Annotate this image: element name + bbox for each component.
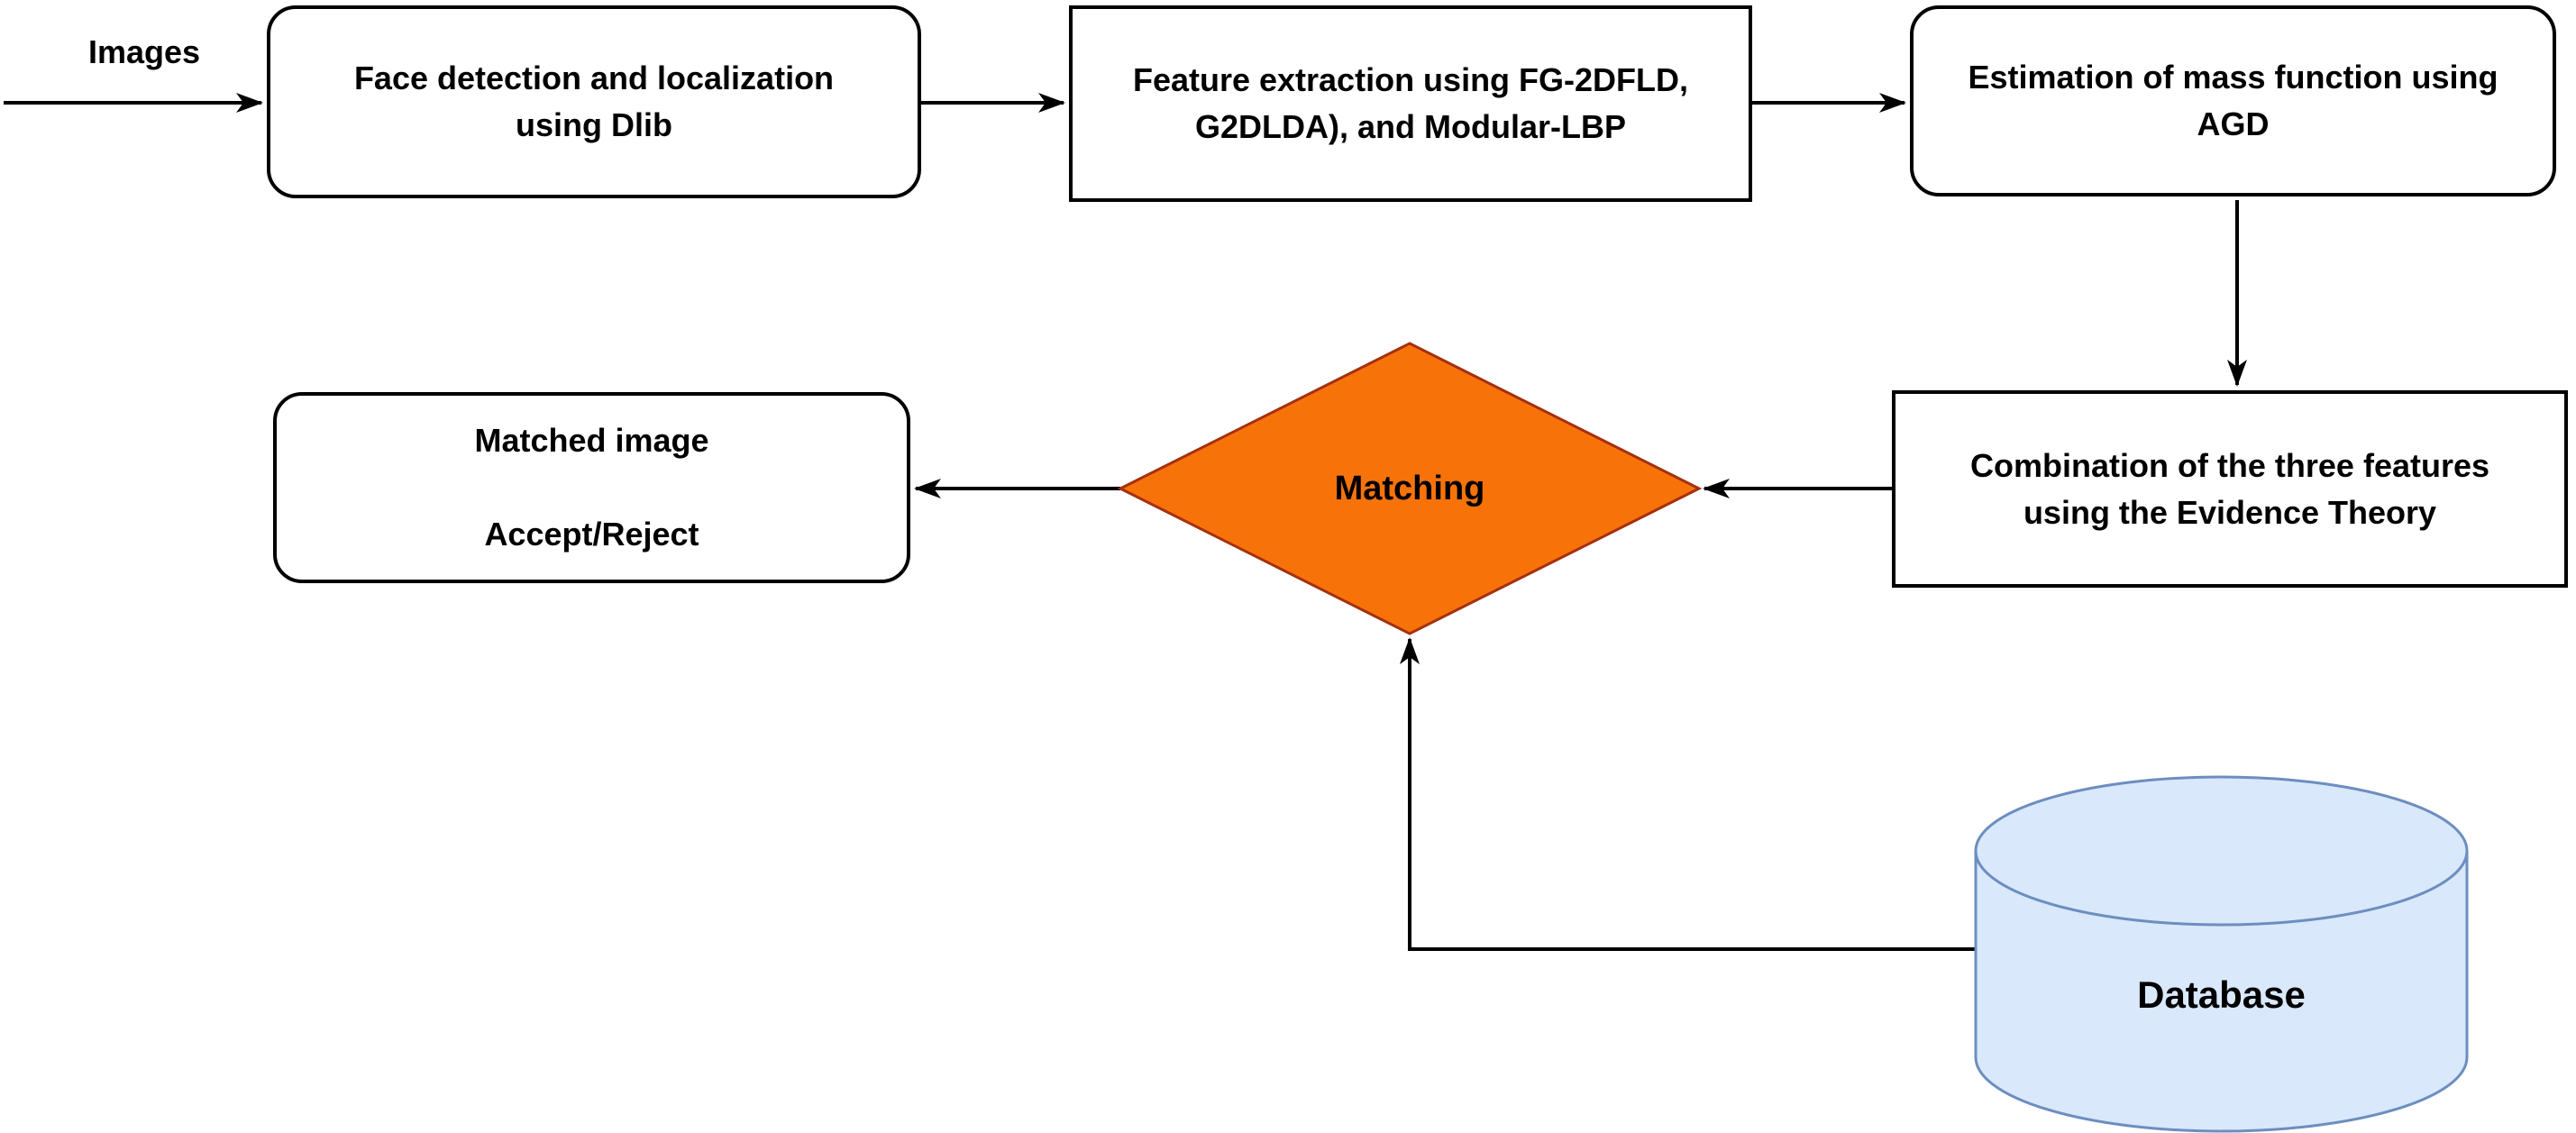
database-cylinder-label: Database [2137, 973, 2306, 1016]
matching-diamond-shape [1117, 342, 1703, 635]
node-mass-function-estimation: Estimation of mass function using AGD [1910, 5, 2556, 196]
images-input-label: Images [87, 33, 201, 70]
node-face-detection: Face detection and localization using Dl… [267, 5, 921, 198]
database-cylinder-shape [1974, 775, 2469, 1133]
matching-diamond-label: Matching [1334, 469, 1485, 507]
node-matched-image-result: Matched image Accept/Reject [273, 392, 910, 583]
node-evidence-theory-combination: Combination of the three features using … [1892, 390, 2568, 588]
arrow-database-to-matching [1400, 637, 1976, 951]
node-feature-extraction: Feature extraction using FG-2DFLD, G2DLD… [1069, 5, 1752, 202]
